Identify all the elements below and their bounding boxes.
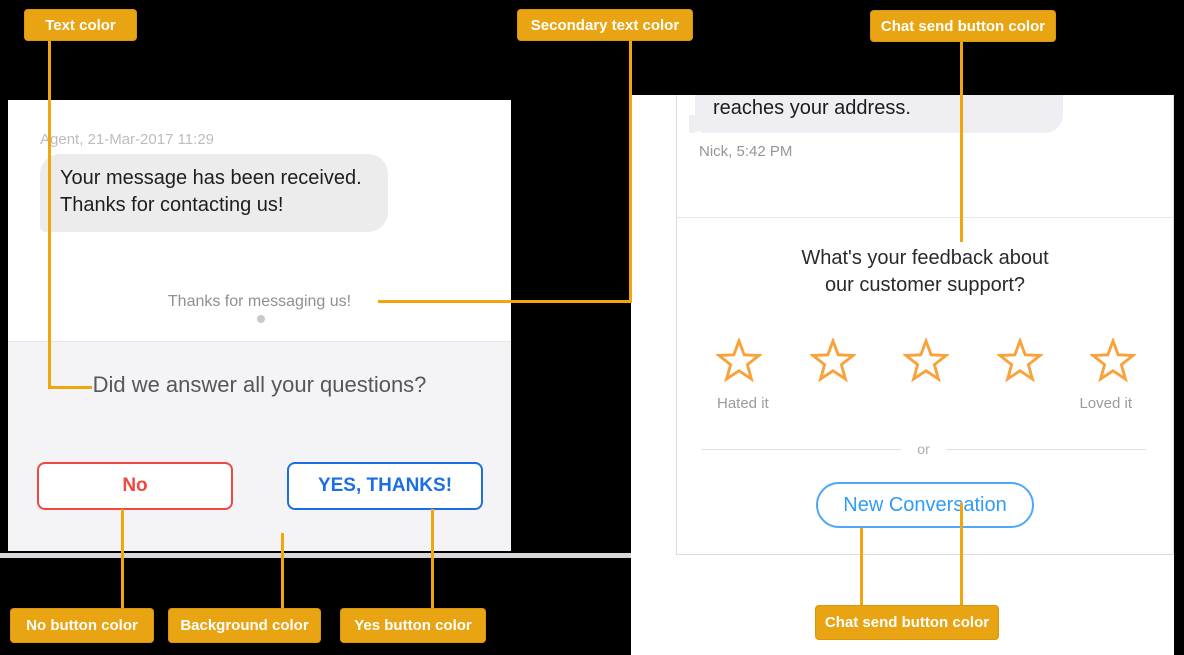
connector-line-chat-send-top xyxy=(960,42,963,242)
connector-line-secondary-text xyxy=(629,41,632,303)
connector-line-no-button xyxy=(121,509,124,608)
panel-bottom-edge xyxy=(0,553,631,558)
section-divider xyxy=(677,217,1173,218)
chat-panel-right: reaches your address. Nick, 5:42 PM What… xyxy=(676,95,1174,555)
star-icon[interactable] xyxy=(1090,338,1136,384)
annotation-badge-no-button-color: No button color xyxy=(10,608,154,643)
connector-line-text-color xyxy=(48,41,51,389)
connector-line-yes-button xyxy=(431,509,434,608)
or-divider-label: or xyxy=(917,441,930,457)
nick-timestamp: Nick, 5:42 PM xyxy=(699,143,793,160)
chat-panel-left: Agent, 21-Mar-2017 11:29 Your message ha… xyxy=(8,100,511,551)
annotation-badge-chat-send-color-top: Chat send button color xyxy=(870,10,1056,42)
star-rating xyxy=(716,338,1136,384)
annotation-badge-secondary-text-color: Secondary text color xyxy=(517,9,693,41)
agent-message-bubble: Your message has been received. Thanks f… xyxy=(40,154,388,232)
rating-label-high: Loved it xyxy=(1079,395,1132,412)
new-conversation-button[interactable]: New Conversation xyxy=(816,482,1034,528)
survey-section: Did we answer all your questions? No YES… xyxy=(8,341,511,551)
star-icon[interactable] xyxy=(996,338,1043,384)
annotation-badge-chat-send-color-bottom: Chat send button color xyxy=(815,605,999,640)
annotation-badge-yes-button-color: Yes button color xyxy=(340,608,486,643)
connector-line-chat-send-bottom xyxy=(860,528,863,605)
or-divider: or xyxy=(701,441,1147,457)
connector-line-text-color xyxy=(48,386,92,389)
star-icon[interactable] xyxy=(903,338,949,384)
typing-indicator-dot xyxy=(257,315,265,323)
connector-line-background xyxy=(281,533,284,608)
incoming-message-bubble: reaches your address. xyxy=(689,95,1063,133)
star-icon[interactable] xyxy=(716,338,762,384)
connector-line-secondary-text xyxy=(378,300,632,303)
rating-label-low: Hated it xyxy=(717,395,769,412)
annotation-badge-text-color: Text color xyxy=(24,9,137,41)
no-button[interactable]: No xyxy=(37,462,233,510)
survey-question: Did we answer all your questions? xyxy=(92,372,427,397)
yes-thanks-button[interactable]: YES, THANKS! xyxy=(287,462,483,510)
annotation-badge-background-color: Background color xyxy=(168,608,321,643)
status-note: Thanks for messaging us! xyxy=(167,293,352,310)
feedback-question: What's your feedback about our customer … xyxy=(801,247,1049,296)
divider-line xyxy=(701,448,902,450)
star-icon[interactable] xyxy=(809,338,856,384)
agent-timestamp: Agent, 21-Mar-2017 11:29 xyxy=(40,131,215,148)
connector-line-chat-send-bottom xyxy=(960,503,963,605)
divider-line xyxy=(945,448,1147,450)
